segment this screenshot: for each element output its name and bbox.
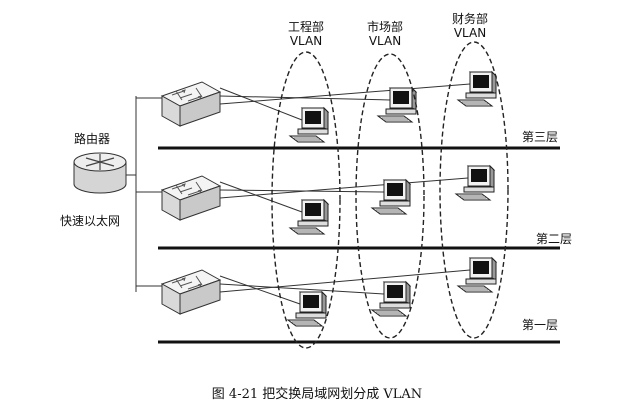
- vlan-ellipse-1: [271, 51, 341, 349]
- switch-pc-link-3-1: [219, 275, 301, 305]
- floor-2-label: 第二层: [536, 232, 573, 246]
- floor-3-label: 第三层: [522, 130, 559, 144]
- computer-icon-2-1: [289, 199, 329, 235]
- switch-pc-link-1-1: [219, 87, 303, 121]
- computer-icon-3-1: [287, 291, 327, 327]
- router-arrows: [85, 154, 115, 170]
- vlan-marketing-name: 市场部: [366, 20, 403, 34]
- vlan-marketing-label: 市场部 VLAN: [355, 20, 415, 48]
- switch-pc-link-1-3: [219, 83, 471, 105]
- computer-icon-1-3: [457, 71, 497, 107]
- vlan-engineering-tag: VLAN: [289, 34, 323, 48]
- switch-icon-2: [161, 175, 221, 221]
- vlan-finance-label: 财务部 VLAN: [440, 12, 500, 40]
- switch-pc-link-2-3: [219, 177, 469, 199]
- switch-pc-link-2-1: [219, 181, 303, 213]
- vlan-ellipse-2: [355, 53, 425, 339]
- ethernet-label: 快速以太网: [60, 214, 121, 228]
- computer-icon-1-1: [289, 107, 329, 143]
- router-label: 路由器: [74, 132, 111, 146]
- switch-pc-link-3-2: [219, 283, 385, 295]
- vlan-marketing-tag: VLAN: [368, 34, 402, 48]
- switch-icon-3: [161, 269, 221, 315]
- computer-icon-3-3: [457, 257, 497, 293]
- switch-icon-1: [161, 81, 221, 127]
- floor-1-label: 第一层: [522, 318, 559, 332]
- computer-icon-1-2: [377, 87, 417, 123]
- switch-pc-link-1-2: [219, 95, 391, 101]
- vlan-finance-name: 财务部: [451, 12, 488, 26]
- vlan-engineering-label: 工程部 VLAN: [276, 20, 336, 48]
- switch-pc-link-3-3: [219, 269, 471, 293]
- vlan-finance-tag: VLAN: [453, 26, 487, 40]
- computer-icon-3-2: [371, 281, 411, 317]
- vlan-engineering-name: 工程部: [287, 20, 324, 34]
- computer-icon-2-3: [455, 165, 495, 201]
- vlan-ellipse-3: [439, 41, 509, 339]
- figure-caption: 图 4-21 把交换局域网划分成 VLAN: [211, 387, 423, 402]
